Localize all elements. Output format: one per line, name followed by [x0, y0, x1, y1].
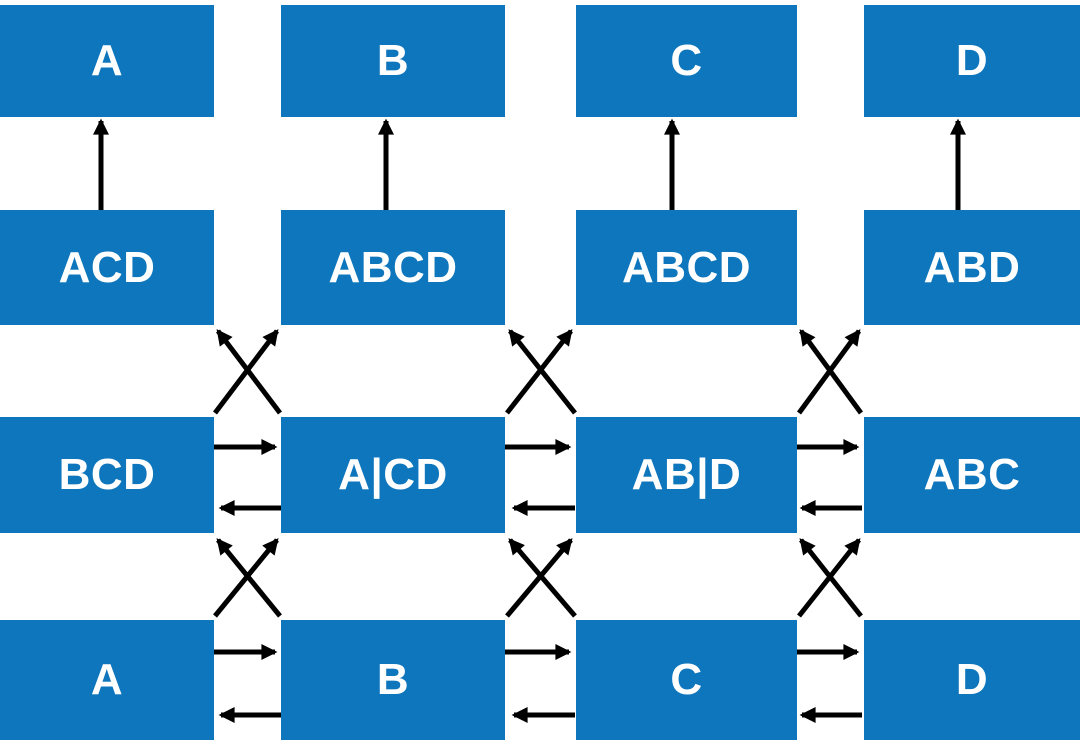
arrow-r3c2-to-r2c3	[505, 329, 573, 415]
arrow-r4c4-to-r3c3	[799, 538, 863, 618]
arrow-r4c3-to-r3c2	[508, 538, 577, 618]
box-r4c2: B	[281, 620, 505, 740]
box-r3c1: BCD	[0, 417, 214, 533]
arrow-r4c2-to-r3c3	[505, 538, 573, 618]
box-r1c4: D	[864, 5, 1080, 117]
arrow-r3c4-to-r2c3	[798, 329, 864, 415]
box-r3c2: A|CD	[281, 417, 505, 533]
box-r2c2: ABCD	[281, 210, 505, 325]
box-r2c3: ABCD	[576, 210, 797, 325]
arrow-r3c2-to-r2c1	[216, 329, 282, 415]
box-r3c4: ABC	[864, 417, 1080, 533]
arrow-r3c3-to-r2c2	[508, 329, 577, 415]
arrow-r4c2-to-r3c1	[216, 538, 282, 618]
box-r4c1: A	[0, 620, 214, 740]
box-r2c1: ACD	[0, 210, 214, 325]
box-r4c4: D	[864, 620, 1080, 740]
box-r2c4: ABD	[864, 210, 1080, 325]
box-r3c3: AB|D	[576, 417, 797, 533]
box-r4c3: C	[576, 620, 797, 740]
box-r1c3: C	[576, 5, 797, 117]
box-r1c2: B	[281, 5, 505, 117]
box-r1c1: A	[0, 5, 214, 117]
